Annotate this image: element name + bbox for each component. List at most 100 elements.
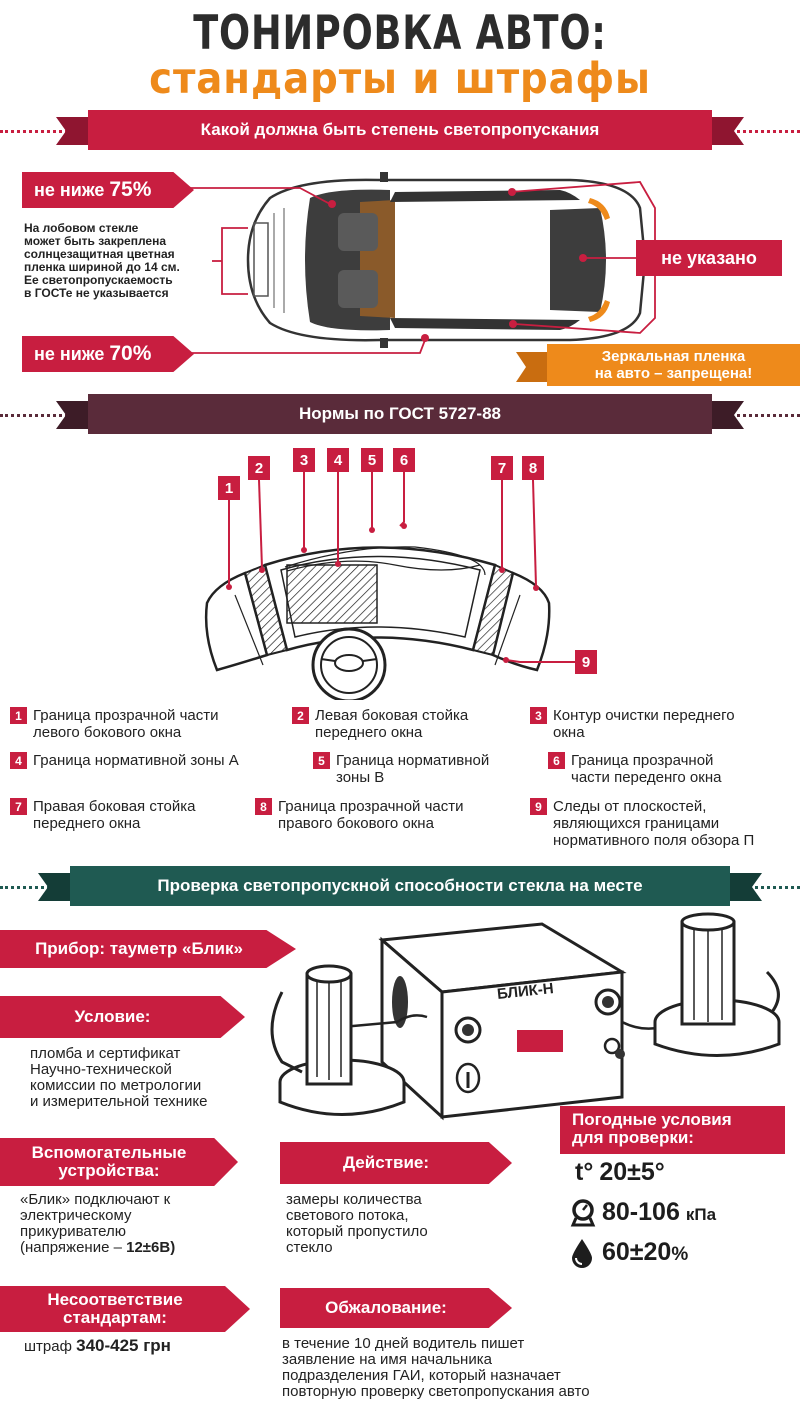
mirror-film-banner: Зеркальная пленка на авто – запрещена! — [547, 344, 800, 386]
aux-voltage-value: 12±6В) — [126, 1239, 176, 1256]
action-text: замеры количества светового потока, кото… — [286, 1192, 506, 1256]
condition-line: и измерительной технике — [30, 1093, 208, 1110]
condition-text: пломба и сертификат Научно-технической к… — [30, 1046, 270, 1110]
diagram-label-2: 2 — [248, 456, 270, 480]
legend-number: 9 — [530, 798, 547, 815]
front-side-prefix: не ниже — [34, 343, 105, 364]
humidity-value: 60±20 — [602, 1238, 672, 1266]
tint-meter-device-icon — [270, 912, 781, 1121]
legend-item: 9 Следы от плоскостей,являющихся граница… — [530, 798, 798, 849]
aux-line: электрическому — [20, 1207, 132, 1224]
rear-windows-tag: не указано — [636, 240, 782, 276]
temperature-row: t° 20±5° — [575, 1158, 665, 1187]
action-label-tag: Действие: — [280, 1142, 512, 1184]
action-line: стекло — [286, 1239, 333, 1256]
front-side-value: 70% — [109, 342, 152, 365]
note-line: На лобовом стекле — [24, 221, 139, 235]
legend-text: Граница нормативной зоны А — [33, 752, 239, 769]
section3-ribbon-tail-left — [38, 873, 74, 901]
diagram-label-5: 5 — [361, 448, 383, 472]
diagram-label-3: 3 — [293, 448, 315, 472]
steering-wheel-icon — [311, 627, 387, 700]
front-windshield-tag: не ниже 75% — [22, 172, 194, 208]
device-label-tag: Прибор: тауметр «Блик» — [0, 930, 296, 968]
front-windshield-prefix: не ниже — [34, 179, 105, 200]
aux-devices-text: «Блик» подключают к электрическому прику… — [20, 1192, 260, 1256]
note-line: солнцезащитная цветная — [24, 247, 175, 261]
mirror-banner-tail — [516, 352, 552, 382]
legend-text: окна — [553, 724, 585, 741]
mirror-line: на авто – запрещена! — [594, 365, 753, 382]
legend-text: Контур очистки переднего — [553, 707, 735, 724]
section2-ribbon-tail-right — [708, 401, 744, 429]
appeal-line: в течение 10 дней водитель пишет — [282, 1335, 525, 1352]
legend-text: переднего окна — [315, 724, 423, 741]
weather-label-line: для проверки: — [572, 1128, 694, 1147]
fine-text: штраф 340-425 грн — [24, 1336, 171, 1356]
diagram-label-9: 9 — [575, 650, 597, 674]
section1-ribbon-tail-left — [56, 117, 92, 145]
humidity-unit: % — [671, 1244, 689, 1265]
section3-ribbon-tail-right — [726, 873, 762, 901]
legend-number: 5 — [313, 752, 330, 769]
legend-text: переднего окна — [33, 815, 141, 832]
legend-text: правого бокового окна — [278, 815, 434, 832]
legend-item: 4 Граница нормативной зоны А — [10, 752, 300, 769]
diagram-label-8: 8 — [522, 456, 544, 480]
appeal-line: заявление на имя начальника — [282, 1351, 492, 1368]
section3-title: Проверка светопропускной способности сте… — [70, 866, 730, 906]
aux-label-line: устройства: — [58, 1161, 160, 1180]
action-line: который пропустило — [286, 1223, 428, 1240]
legend-text: являющихся границами — [553, 815, 720, 832]
action-line: светового потока, — [286, 1207, 409, 1224]
legend-text: Левая боковая стойка — [315, 707, 469, 724]
legend-text: Следы от плоскостей, — [553, 798, 707, 815]
fine-prefix: штраф — [24, 1338, 77, 1355]
weather-label-tag: Погодные условия для проверки: — [560, 1106, 785, 1154]
action-line: замеры количества — [286, 1191, 422, 1208]
condition-label-tag: Условие: — [0, 996, 245, 1038]
section2-title: Нормы по ГОСТ 5727-88 — [88, 394, 712, 434]
aux-line: «Блик» подключают к — [20, 1191, 171, 1208]
legend-number: 8 — [255, 798, 272, 815]
legend-number: 3 — [530, 707, 547, 724]
legend-text: Граница прозрачной части — [33, 707, 219, 724]
aux-voltage-prefix: (напряжение – — [20, 1239, 127, 1256]
note-line: в ГОСТе не указывается — [24, 286, 169, 300]
windshield-diagram-icon — [204, 546, 551, 700]
condition-line: Научно-технической — [30, 1061, 172, 1078]
section2-ribbon-tail-left — [56, 401, 92, 429]
diagram-label-6: 6 — [393, 448, 415, 472]
diagram-leader-lines — [226, 470, 575, 663]
diagram-label-4: 4 — [327, 448, 349, 472]
appeal-line: подразделения ГАИ, который назначает — [282, 1367, 561, 1384]
legend-number: 4 — [10, 752, 27, 769]
front-windshield-value: 75% — [109, 178, 152, 201]
humidity-row: 60±20 % — [570, 1238, 688, 1268]
legend-text: нормативного поля обзора П — [553, 832, 755, 849]
legend-text: Граница прозрачной — [571, 752, 714, 769]
humidity-drop-icon — [572, 1239, 592, 1268]
page-subtitle: стандарты и штрафы — [149, 54, 651, 104]
pressure-row: 80-106 кПа — [570, 1198, 716, 1227]
pressure-gauge-icon — [570, 1198, 596, 1226]
legend-text: Граница нормативной — [336, 752, 490, 769]
note-line: пленка шириной до 14 см. — [24, 260, 180, 274]
pressure-value: 80-106 — [602, 1198, 680, 1226]
legend-number: 7 — [10, 798, 27, 815]
windshield-strip-note: На лобовом стекле может быть закреплена … — [24, 222, 219, 300]
page-title: ТОНИРОВКА АВТО: — [193, 6, 607, 61]
weather-label-line: Погодные условия — [572, 1110, 732, 1129]
note-line: Ее светопропускаемость — [24, 273, 173, 287]
legend-number: 1 — [10, 707, 27, 724]
pressure-unit: кПа — [685, 1205, 717, 1224]
